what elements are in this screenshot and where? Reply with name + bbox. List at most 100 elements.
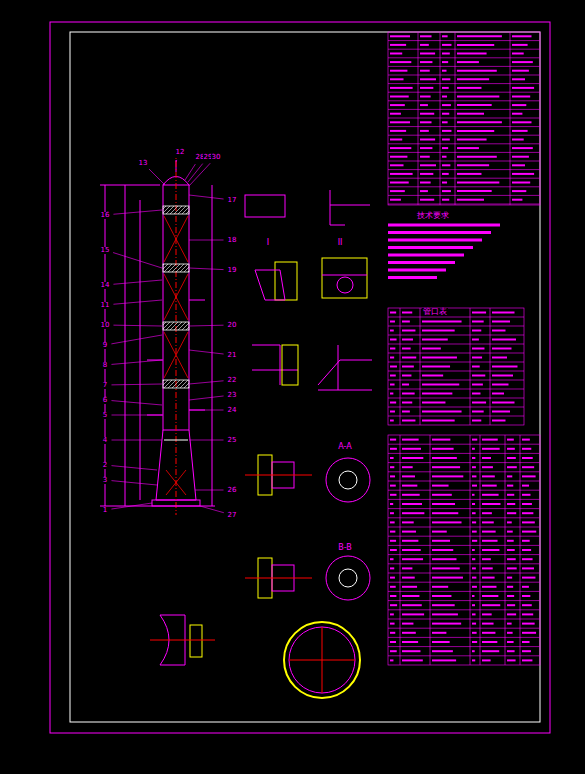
cell-stroke bbox=[482, 650, 499, 652]
cell-stroke bbox=[472, 577, 476, 579]
cell-stroke bbox=[512, 199, 522, 201]
view-title: A-A bbox=[337, 443, 352, 451]
cell-stroke bbox=[442, 87, 449, 89]
cell-stroke bbox=[432, 659, 456, 661]
cell-stroke bbox=[507, 494, 514, 496]
cell-stroke bbox=[482, 604, 500, 606]
cell-stroke bbox=[402, 531, 416, 533]
cell-stroke bbox=[420, 61, 432, 63]
leader-line bbox=[189, 240, 224, 241]
cell-stroke bbox=[432, 531, 447, 533]
leader-line bbox=[113, 325, 162, 327]
cell-stroke bbox=[512, 78, 525, 80]
cell-stroke bbox=[432, 512, 458, 514]
note-stroke bbox=[388, 269, 446, 272]
callout-number: 22 bbox=[227, 377, 238, 384]
cell-stroke bbox=[390, 549, 397, 551]
cell-stroke bbox=[492, 393, 504, 395]
cell-stroke bbox=[522, 632, 536, 634]
cell-stroke bbox=[432, 650, 453, 652]
cell-stroke bbox=[432, 448, 454, 450]
cell-stroke bbox=[390, 357, 394, 359]
cell-stroke bbox=[390, 632, 395, 634]
cell-stroke bbox=[507, 549, 515, 551]
cell-stroke bbox=[390, 330, 394, 332]
cell-stroke bbox=[472, 521, 476, 523]
cell-stroke bbox=[442, 104, 451, 106]
cell-stroke bbox=[402, 558, 423, 560]
cell-stroke bbox=[390, 113, 401, 115]
leader-line bbox=[189, 163, 210, 186]
cell-stroke bbox=[420, 182, 431, 184]
cell-stroke bbox=[422, 411, 462, 413]
cell-stroke bbox=[472, 659, 475, 661]
cell-stroke bbox=[482, 549, 499, 551]
cell-stroke bbox=[512, 139, 524, 141]
callout-number: 15 bbox=[100, 247, 111, 254]
note-stroke bbox=[388, 239, 482, 242]
cell-stroke bbox=[422, 321, 462, 323]
cell-stroke bbox=[482, 595, 498, 597]
cell-stroke bbox=[512, 53, 524, 55]
cell-stroke bbox=[390, 61, 411, 63]
cell-stroke bbox=[390, 199, 401, 201]
cell-stroke bbox=[390, 540, 396, 542]
cell-stroke bbox=[512, 182, 530, 184]
cell-stroke bbox=[420, 113, 434, 115]
cell-stroke bbox=[512, 96, 530, 98]
cell-stroke bbox=[422, 375, 443, 377]
cell-stroke bbox=[522, 604, 532, 606]
cell-stroke bbox=[390, 567, 394, 569]
cell-stroke bbox=[522, 494, 530, 496]
view-title: 管口表 bbox=[422, 308, 448, 316]
cell-stroke bbox=[432, 632, 446, 634]
cell-stroke bbox=[507, 475, 512, 477]
cell-stroke bbox=[402, 586, 417, 588]
cell-stroke bbox=[507, 457, 516, 459]
cell-stroke bbox=[482, 586, 496, 588]
cell-stroke bbox=[457, 182, 499, 184]
cell-stroke bbox=[472, 558, 475, 560]
callout-number: 13 bbox=[138, 160, 149, 167]
cell-stroke bbox=[457, 53, 487, 55]
cell-stroke bbox=[472, 330, 481, 332]
cell-stroke bbox=[390, 139, 402, 141]
callout-number: 8 bbox=[102, 362, 108, 369]
cell-stroke bbox=[390, 512, 394, 514]
callout-number: 25 bbox=[227, 437, 238, 444]
cell-stroke bbox=[442, 35, 448, 37]
cell-stroke bbox=[420, 190, 428, 192]
leader-line bbox=[189, 440, 224, 441]
leader-line bbox=[189, 396, 224, 400]
cell-stroke bbox=[402, 357, 416, 359]
cell-stroke bbox=[402, 466, 413, 468]
cell-stroke bbox=[390, 577, 395, 579]
leader-line bbox=[189, 410, 224, 411]
cell-stroke bbox=[512, 121, 532, 123]
cell-stroke bbox=[442, 113, 449, 115]
cell-stroke bbox=[507, 659, 516, 661]
leader-line bbox=[113, 210, 162, 214]
cell-stroke bbox=[402, 613, 424, 615]
cell-stroke bbox=[492, 348, 512, 350]
cell-stroke bbox=[402, 503, 422, 505]
cell-stroke bbox=[442, 70, 447, 72]
view-title: II bbox=[337, 239, 344, 247]
cell-stroke bbox=[390, 595, 396, 597]
callout-number: 20 bbox=[227, 322, 238, 329]
note-stroke bbox=[388, 231, 491, 234]
callout-number: 6 bbox=[102, 397, 108, 404]
cell-stroke bbox=[472, 466, 476, 468]
leader-line bbox=[111, 503, 152, 509]
cell-stroke bbox=[482, 641, 497, 643]
cell-stroke bbox=[472, 348, 484, 350]
leader-line bbox=[185, 164, 195, 180]
cell-stroke bbox=[512, 190, 526, 192]
cell-stroke bbox=[442, 147, 448, 149]
cell-stroke bbox=[472, 457, 475, 459]
cell-stroke bbox=[402, 375, 411, 377]
cell-stroke bbox=[512, 130, 528, 132]
cell-stroke bbox=[390, 558, 394, 560]
cell-stroke bbox=[507, 650, 515, 652]
callout-number: 23 bbox=[227, 392, 238, 399]
